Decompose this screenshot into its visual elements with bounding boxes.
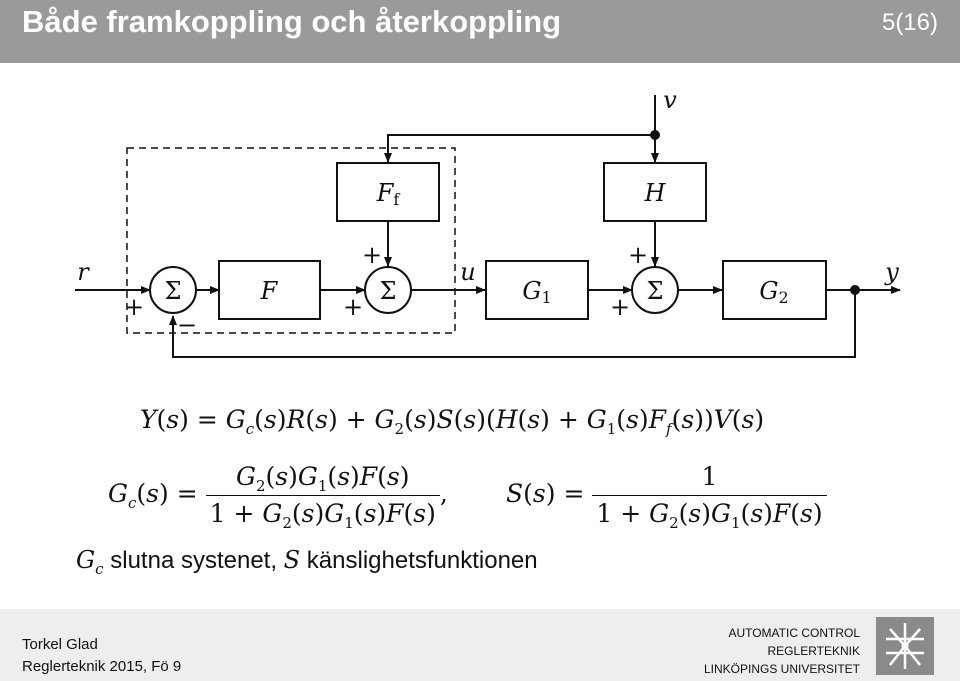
block-H: [603, 162, 707, 222]
label-H: H: [644, 179, 667, 207]
page-number: 5(16): [881, 9, 938, 36]
dept-line-3: LINKÖPINGS UNIVERSITET: [703, 662, 860, 676]
sigma-3: Σ: [647, 277, 664, 305]
sign-plus-3b: +: [610, 293, 630, 321]
caption: Gc slutna systenet, S känslighetsfunktio…: [76, 546, 538, 578]
sum-junction-2: [364, 266, 412, 314]
sigma-1: Σ: [165, 277, 182, 305]
slide-footer: Torkel Glad Reglerteknik 2015, Fö 9 AUTO…: [0, 609, 960, 681]
label-G1: G1: [522, 277, 551, 307]
sum-junction-1: [149, 266, 197, 314]
dept-line-2: REGLERTEKNIK: [767, 644, 860, 658]
controller-dashed-box: [126, 147, 456, 334]
block-F: [218, 260, 321, 320]
slide-title: Både framkoppling och återkoppling: [22, 4, 562, 39]
footer-course: Reglerteknik 2015, Fö 9: [22, 658, 182, 675]
sigma-2: Σ: [380, 277, 397, 305]
label-F: F: [260, 277, 279, 305]
label-r: r: [77, 258, 90, 286]
sign-plus-1: +: [124, 293, 144, 321]
equation-output: Y(s) = Gc(s)R(s) + G2(s)S(s)(H(s) + G1(s…: [140, 405, 765, 438]
university-logo-icon: [876, 617, 934, 675]
label-u: u: [460, 258, 475, 286]
label-v: v: [663, 86, 677, 114]
label-y: y: [884, 258, 899, 286]
branch-point-y: [850, 285, 860, 295]
footer-department: AUTOMATIC CONTROL REGLERTEKNIK LINKÖPING…: [704, 624, 860, 678]
label-Ff: Ff: [376, 179, 401, 209]
sign-plus-2a: +: [362, 241, 382, 269]
block-diagram: Σ Σ Σ + − + + + + r u v y Ff H F G1 G2: [75, 86, 901, 358]
block-G2: [722, 260, 827, 320]
block-Ff: [336, 162, 440, 222]
v-to-Ff-line: [384, 134, 655, 163]
dept-line-1: AUTOMATIC CONTROL: [728, 626, 860, 640]
sum-junction-3: [631, 266, 679, 314]
label-G2: G2: [759, 277, 788, 307]
sign-plus-3a: +: [628, 241, 648, 269]
sign-minus-1: −: [177, 311, 197, 339]
feedback-line: [169, 290, 856, 358]
footer-author: Torkel Glad: [22, 636, 98, 653]
block-G1: [485, 260, 589, 320]
equation-closed-loop: Gc(s) = G2(s)G1(s)F(s)1 + G2(s)G1(s)F(s)…: [108, 462, 448, 532]
branch-point-v: [650, 130, 660, 140]
sign-plus-2b: +: [343, 293, 363, 321]
slide-header: Både framkoppling och återkoppling 5(16): [0, 0, 960, 63]
